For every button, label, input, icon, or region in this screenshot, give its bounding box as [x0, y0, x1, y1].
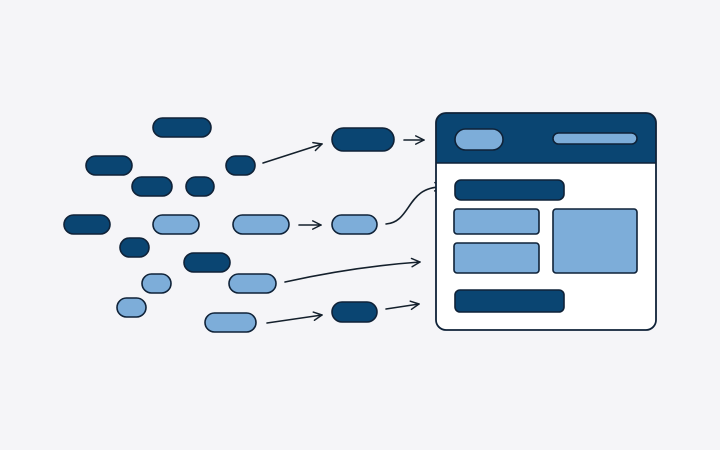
flow-arrows — [262, 135, 444, 324]
scattered-pills — [63, 117, 290, 333]
pill-dark — [183, 252, 231, 273]
sorted-pills — [331, 127, 395, 323]
pill-light — [116, 297, 147, 318]
content-block-large — [552, 208, 638, 274]
pill-dark — [131, 176, 173, 197]
pill-dark — [185, 176, 215, 197]
sorted-pill-footer — [331, 301, 378, 323]
pill-dark — [85, 155, 133, 176]
header-nav-bar — [552, 132, 638, 145]
content-title-bar — [454, 179, 565, 201]
pill-light — [152, 214, 200, 235]
window-body — [436, 113, 656, 330]
pill-light — [232, 214, 290, 235]
arrow-right-icon — [262, 141, 323, 164]
sorted-pill-header — [331, 127, 395, 152]
pill-dark — [119, 237, 150, 258]
arrow-right-icon — [385, 181, 444, 225]
arrow-right-icon — [284, 257, 421, 283]
footer-bar — [454, 289, 565, 313]
header-logo-pill — [454, 128, 504, 151]
layout-window — [435, 112, 657, 331]
window-frame — [435, 112, 657, 331]
content-block-top-left — [453, 208, 540, 235]
pill-dark — [225, 155, 256, 176]
arrow-right-icon — [385, 300, 420, 311]
arrow-right-icon — [266, 311, 323, 324]
content-block-bottom-left — [453, 242, 540, 274]
sorted-pill-content — [331, 214, 378, 235]
pill-dark — [152, 117, 212, 138]
pill-light — [204, 312, 257, 333]
pill-dark — [63, 214, 111, 235]
pill-light — [228, 273, 277, 294]
pill-light — [141, 273, 172, 294]
